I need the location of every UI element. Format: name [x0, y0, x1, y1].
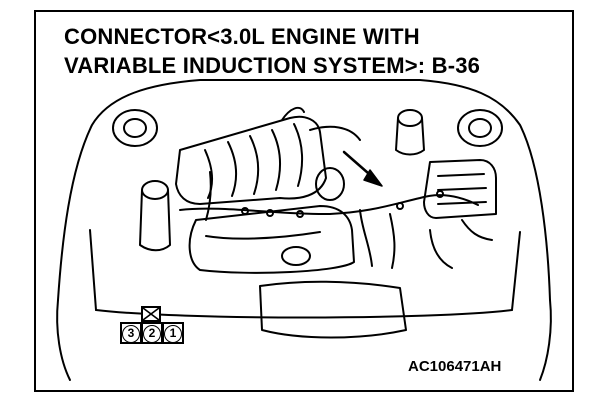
reservoir-cap-right: [397, 109, 423, 127]
connector-face-view: 3 2 1: [118, 306, 198, 350]
harness-clip: [241, 207, 249, 215]
fender-left: [56, 299, 71, 381]
connector-pin: 1: [162, 322, 184, 344]
reservoir-left: [139, 189, 171, 252]
title-line-2: VARIABLE INDUCTION SYSTEM>: B-36: [64, 53, 481, 78]
connector-key-x-icon-glyph: [143, 308, 159, 320]
hose-right: [429, 219, 493, 269]
pointer-arrowhead: [363, 169, 383, 187]
fan-shroud: [89, 229, 521, 311]
harness-clip: [436, 190, 444, 198]
connector-pin: 3: [120, 322, 142, 344]
diagram-title: CONNECTOR<3.0L ENGINE WITH VARIABLE INDU…: [64, 22, 544, 80]
strut-tower-left-inner: [123, 118, 147, 138]
strut-tower-right: [457, 109, 503, 147]
relay-box: [423, 159, 497, 219]
wiring-harness-main: [179, 194, 479, 216]
cylinder-head: [205, 231, 321, 240]
front-cover: [259, 280, 407, 339]
harness-clip: [266, 209, 274, 217]
strut-tower-right-inner: [468, 118, 492, 138]
wiring-harness-branch: [205, 171, 396, 269]
pin-number: 1: [164, 325, 182, 343]
radiator-support: [95, 309, 513, 319]
title-line-1: CONNECTOR<3.0L ENGINE WITH: [64, 24, 420, 49]
engine-bay-outline: [57, 79, 551, 301]
connector-key-x-icon: [141, 306, 161, 322]
intake-manifold: [175, 115, 327, 205]
pin-number: 3: [122, 325, 140, 343]
harness-clip: [296, 210, 304, 218]
pin-number: 2: [143, 325, 161, 343]
relay-box-detail: [437, 173, 487, 205]
fender-right: [539, 299, 552, 381]
connector-pin: 2: [141, 322, 163, 344]
wire-loop: [281, 106, 361, 141]
reservoir-cap-left: [141, 180, 169, 200]
harness-clip: [396, 202, 404, 210]
oil-filler: [281, 246, 311, 266]
figure-code: AC106471AH: [408, 358, 502, 375]
throttle-body: [315, 167, 345, 201]
strut-tower-left: [112, 109, 158, 147]
intake-runners: [204, 123, 304, 199]
reservoir-right: [395, 117, 425, 156]
